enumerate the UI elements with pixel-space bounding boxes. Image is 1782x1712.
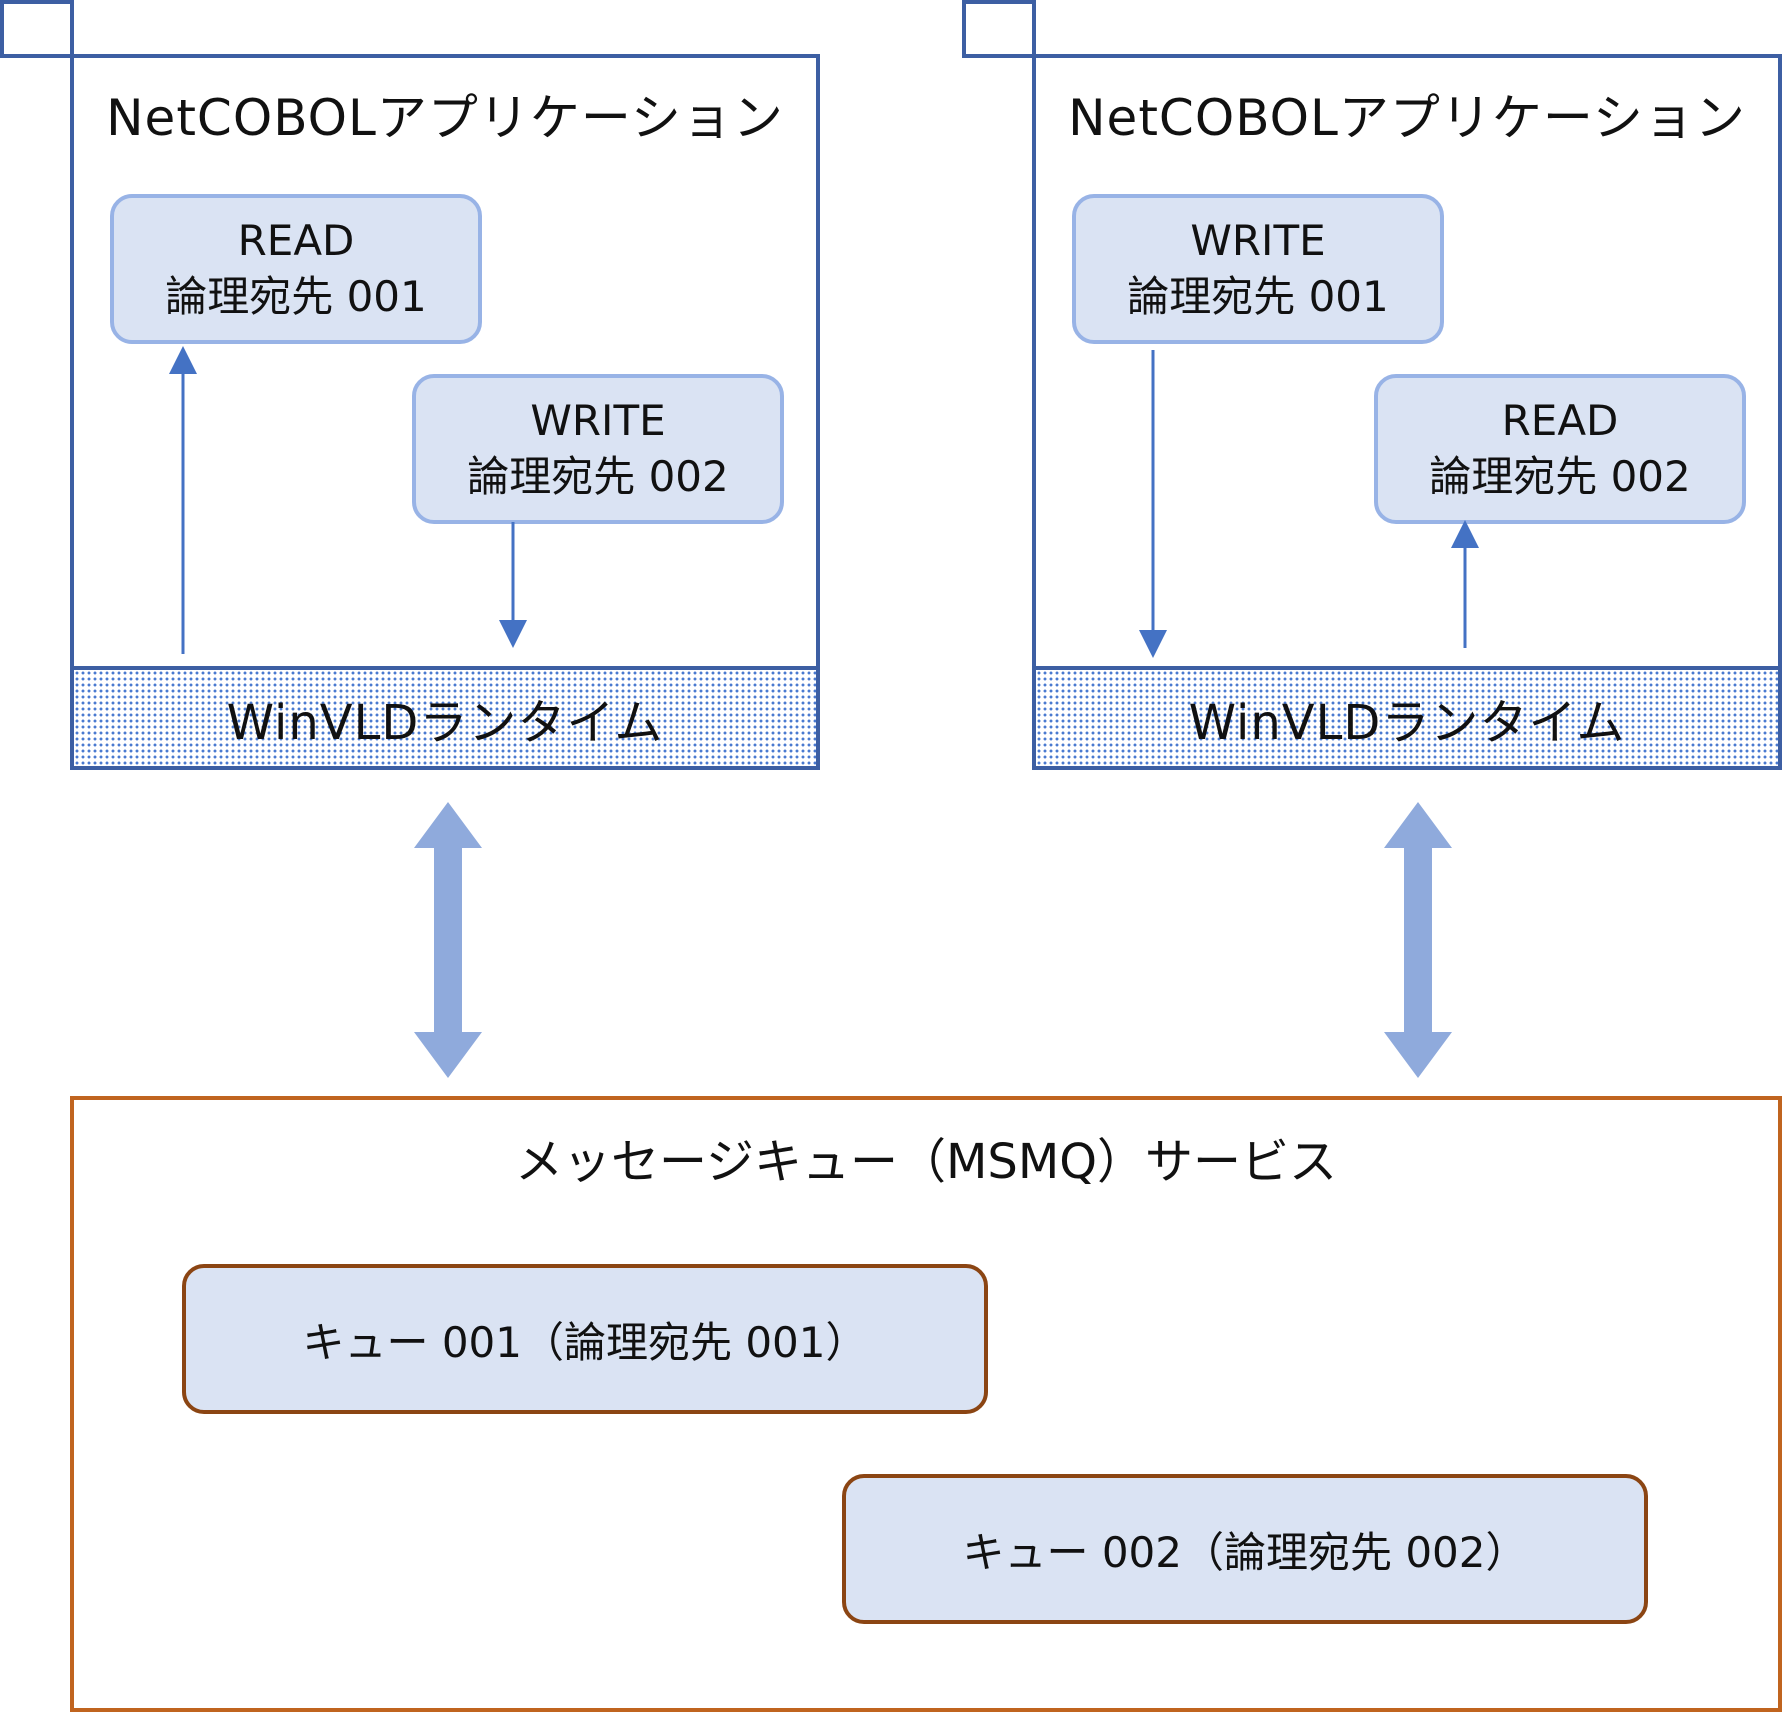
right-runtime-label: WinVLDランタイム xyxy=(1188,695,1626,751)
right-down-arrow-icon xyxy=(1139,350,1167,658)
right-read-op: READ xyxy=(1501,396,1619,445)
right-app-tab xyxy=(962,0,1036,58)
msmq-service-title: メッセージキュー（MSMQ）サービス xyxy=(514,1134,1338,1190)
left-runtime-label: WinVLDランタイム xyxy=(226,695,664,751)
right-app-title: NetCOBOLアプリケーション xyxy=(1068,89,1746,147)
queue-002-label: キュー 002（論理宛先 002） xyxy=(962,1527,1528,1577)
msmq-service-box: メッセージキュー（MSMQ）サービス キュー 001（論理宛先 001） キュー… xyxy=(70,1096,1782,1712)
right-write-dest: 論理宛先 001 xyxy=(1127,272,1389,321)
right-up-arrow-icon xyxy=(1451,520,1479,648)
right-read-box: READ 論理宛先 002 xyxy=(1374,374,1746,524)
right-write-box: WRITE 論理宛先 001 xyxy=(1072,194,1444,344)
left-app-tab xyxy=(0,0,74,58)
right-runtime-bar: WinVLDランタイム xyxy=(1036,666,1778,766)
left-write-box: WRITE 論理宛先 002 xyxy=(412,374,784,524)
queue-001-label: キュー 001（論理宛先 001） xyxy=(302,1317,868,1367)
left-write-dest: 論理宛先 002 xyxy=(467,452,729,501)
left-app-title: NetCOBOLアプリケーション xyxy=(106,89,784,147)
left-write-op: WRITE xyxy=(530,396,666,445)
right-read-dest: 論理宛先 002 xyxy=(1429,452,1691,501)
right-app-box: NetCOBOLアプリケーション WRITE 論理宛先 001 READ 論理宛… xyxy=(1032,54,1782,770)
left-app-box: NetCOBOLアプリケーション READ 論理宛先 001 WRITE 論理宛… xyxy=(70,54,820,770)
left-down-arrow-icon xyxy=(499,522,527,648)
left-read-op: READ xyxy=(237,216,355,265)
left-read-dest: 論理宛先 001 xyxy=(165,272,427,321)
left-read-box: READ 論理宛先 001 xyxy=(110,194,482,344)
left-up-arrow-icon xyxy=(169,346,197,654)
queue-002-box: キュー 002（論理宛先 002） xyxy=(842,1474,1648,1624)
queue-001-box: キュー 001（論理宛先 001） xyxy=(182,1264,988,1414)
left-runtime-bar: WinVLDランタイム xyxy=(74,666,816,766)
right-write-op: WRITE xyxy=(1190,216,1326,265)
left-double-arrow-icon xyxy=(414,802,482,1078)
right-double-arrow-icon xyxy=(1384,802,1452,1078)
